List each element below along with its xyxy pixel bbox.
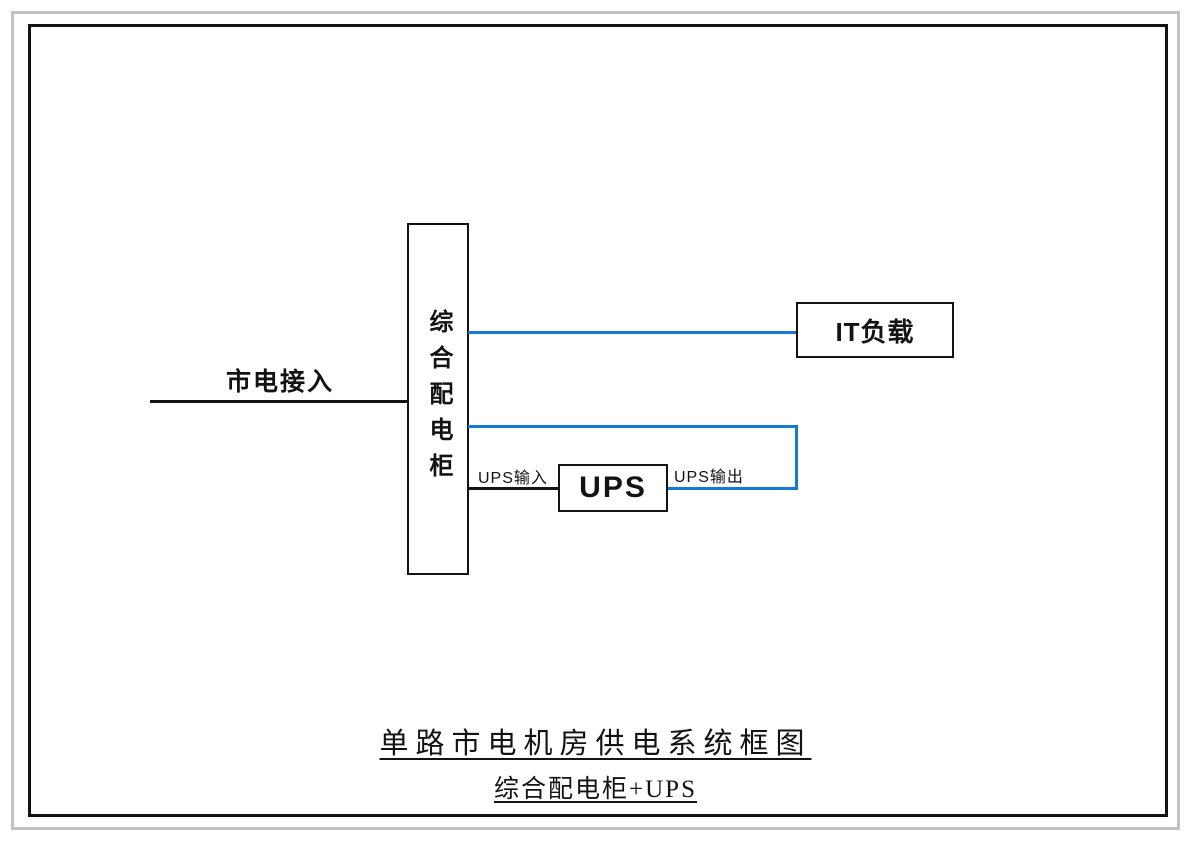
ups-output-line xyxy=(668,487,798,490)
ups-box: UPS xyxy=(558,464,668,512)
mains-input-label: 市电接入 xyxy=(225,368,334,396)
it-load-box: IT负载 xyxy=(796,302,954,358)
outer-frame xyxy=(11,11,1180,830)
inner-frame xyxy=(28,24,1168,817)
caption: 单路市电机房供电系统框图 综合配电柜+UPS xyxy=(0,720,1191,805)
distribution-cabinet-label: 综合配电柜 xyxy=(425,309,452,489)
diagram-title: 单路市电机房供电系统框图 xyxy=(379,728,812,760)
ups-output-return-line-vertical xyxy=(795,425,798,490)
ups-input-line xyxy=(468,487,558,490)
distribution-cabinet-box: 综合配电柜 xyxy=(407,223,469,575)
ups-label: UPS xyxy=(579,471,647,504)
ups-input-label: UPS输入 xyxy=(478,470,548,487)
mains-input-line xyxy=(150,400,408,403)
cabinet-to-itload-line xyxy=(468,331,797,334)
ups-output-return-line-top xyxy=(468,425,798,428)
diagram-subtitle: 综合配电柜+UPS xyxy=(494,776,697,803)
ups-output-label: UPS输出 xyxy=(674,469,744,486)
it-load-label: IT负载 xyxy=(835,316,915,347)
